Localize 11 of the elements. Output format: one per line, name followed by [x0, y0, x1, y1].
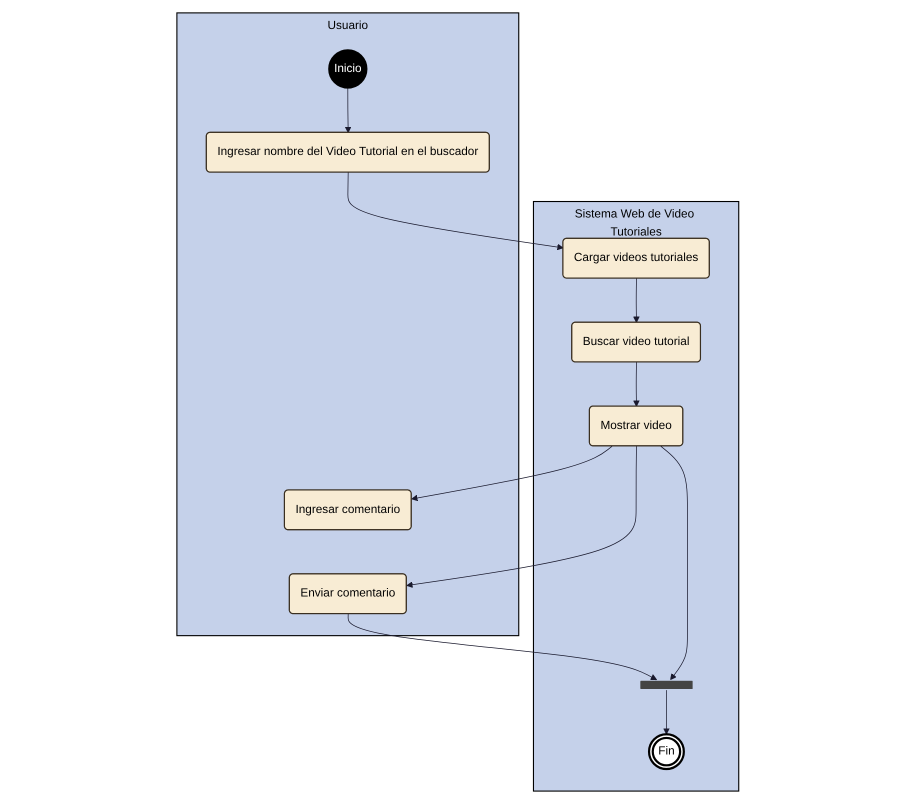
arrow [411, 445, 613, 501]
arrow [406, 445, 638, 588]
arrow [633, 278, 640, 322]
arrow [348, 613, 658, 680]
node-circle: Inicio [328, 48, 368, 88]
arrow [660, 445, 688, 680]
node-circle: Fin [648, 732, 686, 770]
arrow [633, 361, 640, 406]
arrow [345, 87, 352, 133]
arrow [348, 172, 564, 250]
arrow [663, 689, 670, 734]
